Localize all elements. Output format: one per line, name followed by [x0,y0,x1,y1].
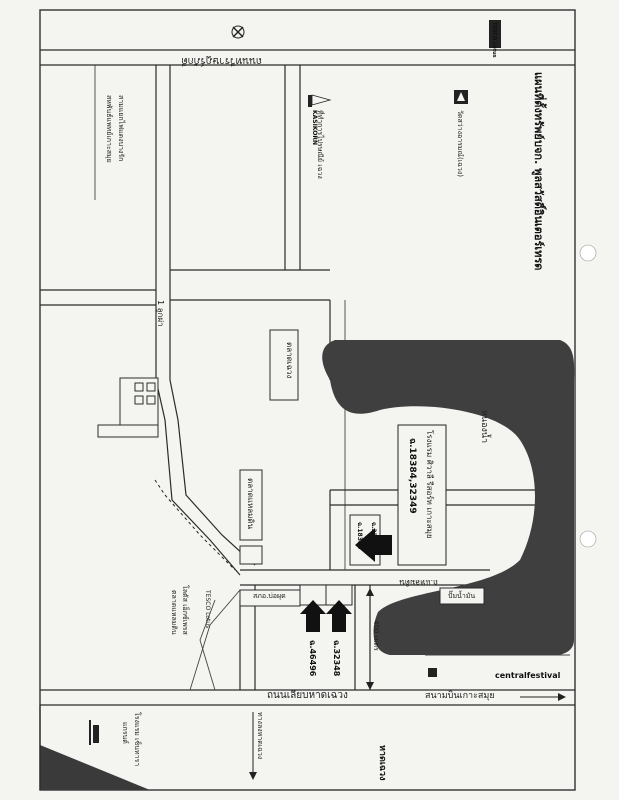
road-top-label: ถนนทวีราษฎร์ภักดี [181,55,262,67]
chaweng-label: หาดเฉวง [377,745,387,781]
kasikorn-logo [231,25,245,39]
left-road-network [40,65,330,576]
gas-station-label: ปั๊มน้ำมัน [448,589,475,600]
parcel-arrow-d [326,600,352,632]
main-parcel-callout [397,424,447,566]
market-area [269,329,299,401]
lake-label: หนองน้ำ [479,410,492,443]
temple-label: วัดสว่างอารมณ์(เฉวง) [456,110,464,177]
tesco-small-label: TESCO Lotus [204,589,211,628]
resort-area [39,705,99,790]
resort-label: โรงแรม เซ็นทารา [133,712,142,766]
lam-din-road-label: ถ.แหลมดิน [399,578,438,587]
parcel-d-label: ฉ.46496 [308,640,317,677]
post-office-brand: KASIKORN [311,110,318,145]
lam-din-market-label: ตลาดแหลมดิน [246,478,255,530]
hospital-d-label: สหพันธ์แพทย์เกาะสมุย [105,95,113,163]
parcel-c-label: ฉ.32348 [332,640,341,677]
map-title-line2: บจก. พูลสวัสดิ์อินเตอร์เทรด [531,140,547,270]
temple-icon [454,90,468,104]
road-airport-label: สนามบินเกาะสมุย [425,690,495,701]
airport-arrow [520,693,566,701]
road-bottom-label: ถนนเลียบหาดเฉวง [267,689,348,701]
market-label: ตลาดเฉวง [285,342,294,378]
lam-din-market [239,469,263,541]
post-office-label: ที่ทำการไปรษณีย์ เฉวง [316,110,325,179]
resort-b-label: แกรนด์ [121,722,129,744]
binder-hole-bottom [579,530,597,548]
lotus-express-label: โลตัส เอ็กซ์เพรส [181,585,190,635]
map-title-line1: แผนที่ตั้งทรัพย์ [532,72,547,140]
lam-din-market-b-label: ตลาดแหลมดิน [170,590,178,635]
top-road [40,49,575,66]
chaweng-arrow [249,712,257,780]
main-parcel-number: ฉ.18384,32349 [407,438,417,514]
mcdonalds-icon [428,668,437,677]
parcel-arrow-c [300,600,326,632]
parcel-b-label: ฉ.18384 [356,522,363,549]
corner-shadow [40,745,150,790]
distance-marker [366,588,374,690]
map-frame [39,9,576,791]
lake [322,340,575,655]
bank-label: สภอ.บ่อผุด [253,592,286,600]
distance-label: 400 เมตร [372,620,380,651]
hospital-c-label: สามแยกไฟแดงบางรัก [117,95,126,161]
binder-hole-top [579,244,597,262]
to-beach-label: ทางลงหาดเฉวง [256,712,264,759]
bottom-road [40,689,575,706]
central-festival-label: centralfestival [495,671,561,680]
main-parcel-desc: โรงแรม ศิวาลี รีสอร์ท เกาะสมุย [425,430,435,539]
parcel-arrow-main [355,528,392,562]
road-left-label: 1 ลูกผ่า [155,300,165,327]
post-office-icon [308,94,332,107]
left-buildings [97,377,159,438]
tesco-corner-label: TESCO Lotus [491,22,497,58]
tesco-corner-logo [489,20,501,48]
